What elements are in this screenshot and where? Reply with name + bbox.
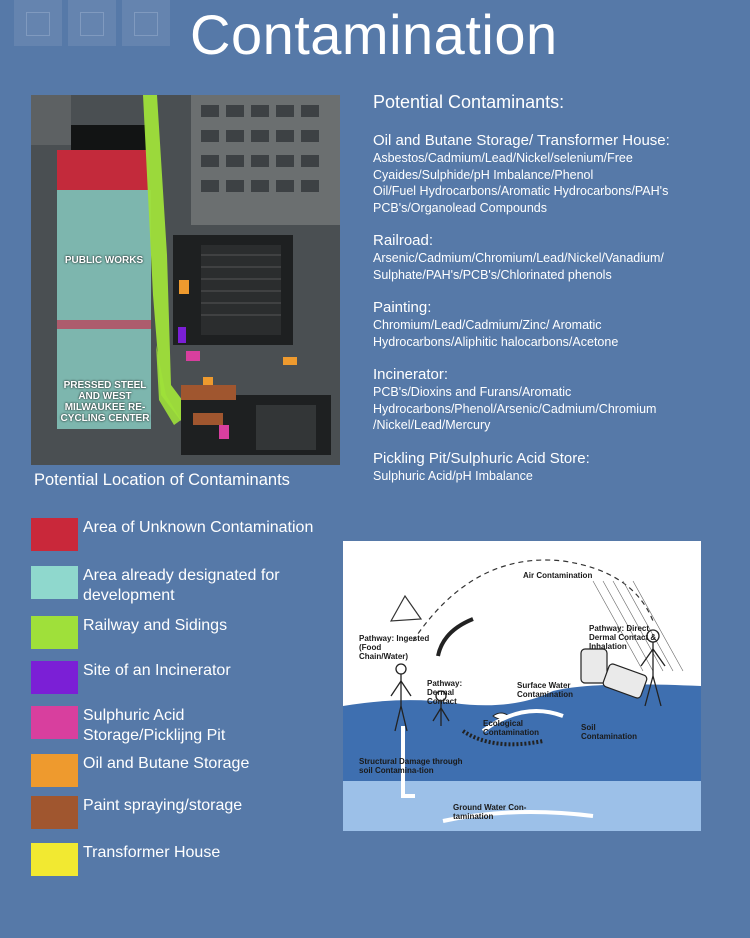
legend-swatch-incinerator bbox=[31, 661, 78, 694]
label-surface-water: Surface Water Contamination bbox=[517, 681, 573, 699]
group-line: Asbestos/Cadmium/Lead/Nickel/selenium/Fr… bbox=[373, 151, 633, 165]
contaminants-title: Potential Contaminants: bbox=[373, 92, 565, 112]
thumbnail[interactable] bbox=[68, 0, 116, 46]
group-line: Hydrocarbons/Aliphitic halocarbons/Aceto… bbox=[373, 334, 619, 349]
label-ingested-pathway: Pathway: Ingested (Food Chain/Water) bbox=[359, 634, 430, 661]
legend-swatch-development bbox=[31, 566, 78, 599]
contaminant-group-pickling-pit: Pickling Pit/Sulphuric Acid Store: Sulph… bbox=[373, 449, 733, 485]
legend-label: Sulphuric Acid Storage/Picklijng Pit bbox=[83, 707, 226, 744]
group-line: /Nickel/Lead/Mercury bbox=[373, 418, 491, 432]
legend-swatch-sulphuric bbox=[31, 706, 78, 739]
group-heading: Oil and Butane Storage/ Transformer Hous… bbox=[373, 132, 670, 149]
group-line: Sulphate/PAH's/PCB's/Chlorinated phenols bbox=[373, 267, 612, 282]
legend-item: Transformer House bbox=[31, 843, 220, 876]
label-ecological: Ecological Contamination bbox=[483, 719, 539, 737]
group-line: Chromium/Lead/Cadmium/Zinc/ Aromatic bbox=[373, 318, 602, 332]
legend-label: Oil and Butane Storage bbox=[83, 755, 250, 772]
legend-item: Railway and Sidings bbox=[31, 616, 227, 649]
contaminants-panel: Potential Contaminants: Oil and Butane S… bbox=[373, 92, 733, 499]
group-line: Hydrocarbons/Phenol/Arsenic/Cadmium/Chro… bbox=[373, 401, 657, 416]
label-direct-pathway: Pathway: Direct Dermal Contact & Inhalat… bbox=[589, 624, 657, 651]
legend-swatch-unknown bbox=[31, 518, 78, 551]
label-dermal-pathway: Pathway: Dermal Contact bbox=[427, 679, 463, 706]
label-ground-water: Ground Water Con-tamination bbox=[453, 803, 527, 821]
group-line: Oil/Fuel Hydrocarbons/Aromatic Hydrocarb… bbox=[373, 184, 669, 198]
legend-label: Area already designated for development bbox=[83, 567, 280, 604]
thumbnail[interactable] bbox=[122, 0, 170, 46]
label-structural-damage: Structural Damage through soil Contamina… bbox=[359, 757, 463, 775]
legend-label: Paint spraying/storage bbox=[83, 797, 243, 814]
contamination-pathways-diagram: Air Contamination Pathway: Ingested (Foo… bbox=[343, 541, 701, 831]
pathways-illustration bbox=[343, 541, 701, 831]
map-label-public-works: PUBLIC WORKS bbox=[64, 255, 144, 266]
thumbnail-strip bbox=[14, 0, 170, 46]
contaminant-group-incinerator: Incinerator: PCB's/Dioxins and Furans/Ar… bbox=[373, 365, 733, 434]
contaminant-group-railroad: Railroad: Arsenic/Cadmium/Chromium/Lead/… bbox=[373, 231, 733, 283]
page-title: Contamination bbox=[190, 3, 558, 66]
group-heading: Painting: bbox=[373, 299, 432, 316]
legend-label: Area of Unknown Contamination bbox=[83, 519, 314, 536]
legend-swatch-oil-butane bbox=[31, 754, 78, 787]
legend-item: Area of Unknown Contamination bbox=[31, 518, 313, 551]
aerial-photo bbox=[31, 95, 340, 465]
legend-label: Transformer House bbox=[83, 844, 221, 861]
legend-label: Site of an Incinerator bbox=[83, 662, 231, 679]
group-heading: Incinerator: bbox=[373, 366, 449, 383]
aerial-site-map: PUBLIC WORKS PRESSED STEEL AND WEST MILW… bbox=[31, 95, 340, 465]
group-heading: Railroad: bbox=[373, 232, 434, 249]
group-line: PCB's/Organolead Compounds bbox=[373, 200, 548, 215]
legend-item: Oil and Butane Storage bbox=[31, 754, 249, 787]
label-air-contamination: Air Contamination bbox=[523, 571, 593, 580]
legend-item: Paint spraying/storage bbox=[31, 796, 242, 829]
legend-item: Area already designated for development bbox=[31, 566, 313, 606]
legend-label: Railway and Sidings bbox=[83, 617, 228, 634]
legend-item: Site of an Incinerator bbox=[31, 661, 231, 694]
legend-swatch-transformer bbox=[31, 843, 78, 876]
group-heading: Pickling Pit/Sulphuric Acid Store: bbox=[373, 449, 590, 467]
group-line: Arsenic/Cadmium/Chromium/Lead/Nickel/Van… bbox=[373, 251, 664, 265]
group-line: Sulphuric Acid/pH Imbalance bbox=[373, 468, 533, 483]
group-line: Cyaides/Sulphide/pH Imbalance/Phenol bbox=[373, 167, 594, 182]
map-caption: Potential Location of Contaminants bbox=[34, 471, 290, 489]
thumbnail[interactable] bbox=[14, 0, 62, 46]
group-line: PCB's/Dioxins and Furans/Aromatic bbox=[373, 385, 572, 399]
map-label-pressed-steel: PRESSED STEEL AND WEST MILWAUKEE RE-CYCL… bbox=[60, 380, 150, 424]
label-soil: Soil Contamination bbox=[581, 723, 637, 741]
legend-swatch-railway bbox=[31, 616, 78, 649]
contaminant-group-oil-butane: Oil and Butane Storage/ Transformer Hous… bbox=[373, 131, 733, 216]
legend-swatch-paint bbox=[31, 796, 78, 829]
contaminant-group-painting: Painting: Chromium/Lead/Cadmium/Zinc/ Ar… bbox=[373, 298, 733, 350]
legend-item: Sulphuric Acid Storage/Picklijng Pit bbox=[31, 706, 263, 746]
